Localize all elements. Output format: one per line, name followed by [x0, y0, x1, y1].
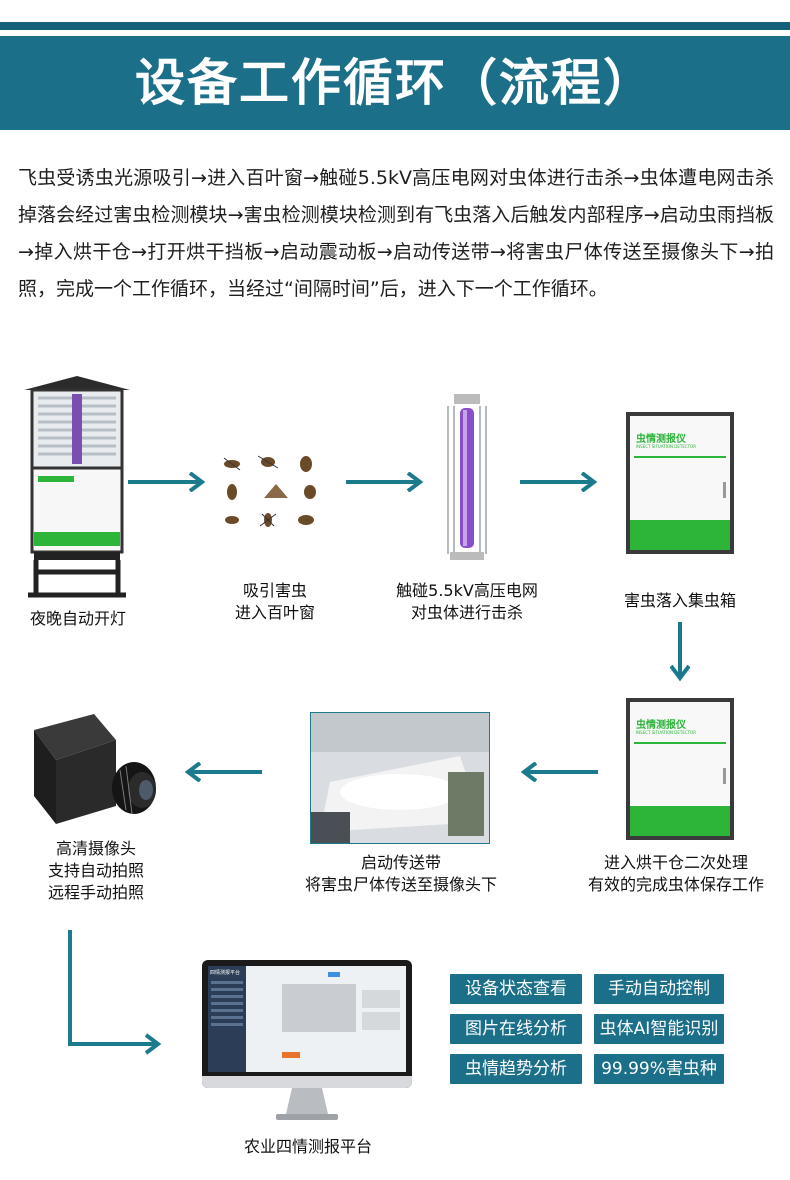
feature-badge: 图片在线分析: [450, 1014, 582, 1044]
step-8-label: 农业四情测报平台: [243, 1137, 372, 1156]
hd-camera-image: [34, 714, 156, 824]
high-voltage-grid-image: [447, 394, 487, 560]
drying-box-image: 虫情测报仪 INSECT SITUATION DETECTOR: [626, 698, 734, 840]
device-label-subtitle: INSECT SITUATION DETECTOR: [636, 444, 697, 449]
step-3-label: 触碰5.5kV高压电网 对虫体进行击杀: [396, 581, 538, 622]
flow-arrow-right-icon: [520, 472, 598, 492]
page-title: 设备工作循环（流程）: [135, 54, 655, 112]
feature-badge: 手动自动控制: [594, 974, 724, 1004]
monitor-image: 四情测报平台: [202, 960, 412, 1088]
step-6-label: 启动传送带 将害虫尸体传送至摄像头下: [304, 853, 497, 894]
feature-badge: 99.99%害虫种类: [594, 1054, 724, 1109]
flow-arrow-right-icon: [128, 472, 206, 492]
step-7-label: 高清摄像头 支持自动拍照 远程手动拍照: [47, 839, 144, 902]
collector-box-image: 虫情测报仪 INSECT SITUATION DETECTOR: [626, 412, 734, 554]
insects-image: [223, 455, 316, 527]
header-stripe: [0, 22, 790, 30]
flow-arrow-right-icon: [346, 472, 424, 492]
feature-badge: 虫情趋势分析: [450, 1054, 582, 1084]
intro-text: 飞虫受诱虫光源吸引→进入百叶窗→触碰5.5kV高压电网对虫体进行击杀→虫体遭电网…: [18, 167, 774, 300]
screen-title: 四情测报平台: [210, 970, 241, 976]
feature-badge: 虫体AI智能识别: [594, 1014, 724, 1044]
step-1-label: 夜晚自动开灯: [29, 609, 126, 628]
header-banner: 设备工作循环（流程）: [0, 36, 790, 130]
flow-arrow-down-icon: [670, 622, 690, 682]
insect-trap-tower-image: [24, 376, 130, 598]
device-label-title: 虫情测报仪: [636, 434, 686, 445]
step-2-label: 吸引害虫 进入百叶窗: [234, 581, 315, 622]
step-5-label: 进入烘干仓二次处理 有效的完成虫体保存工作: [587, 853, 764, 894]
monitor-stand: [276, 1088, 338, 1120]
flow-arrow-left-icon: [520, 762, 598, 782]
step-4-label: 害虫落入集虫箱: [623, 591, 736, 610]
feature-badge: 设备状态查看: [450, 974, 582, 1004]
conveyor-belt-image: [310, 712, 490, 844]
flow-arrow-left-icon: [184, 762, 262, 782]
flow-arrow-elbow-icon: [68, 930, 162, 1055]
